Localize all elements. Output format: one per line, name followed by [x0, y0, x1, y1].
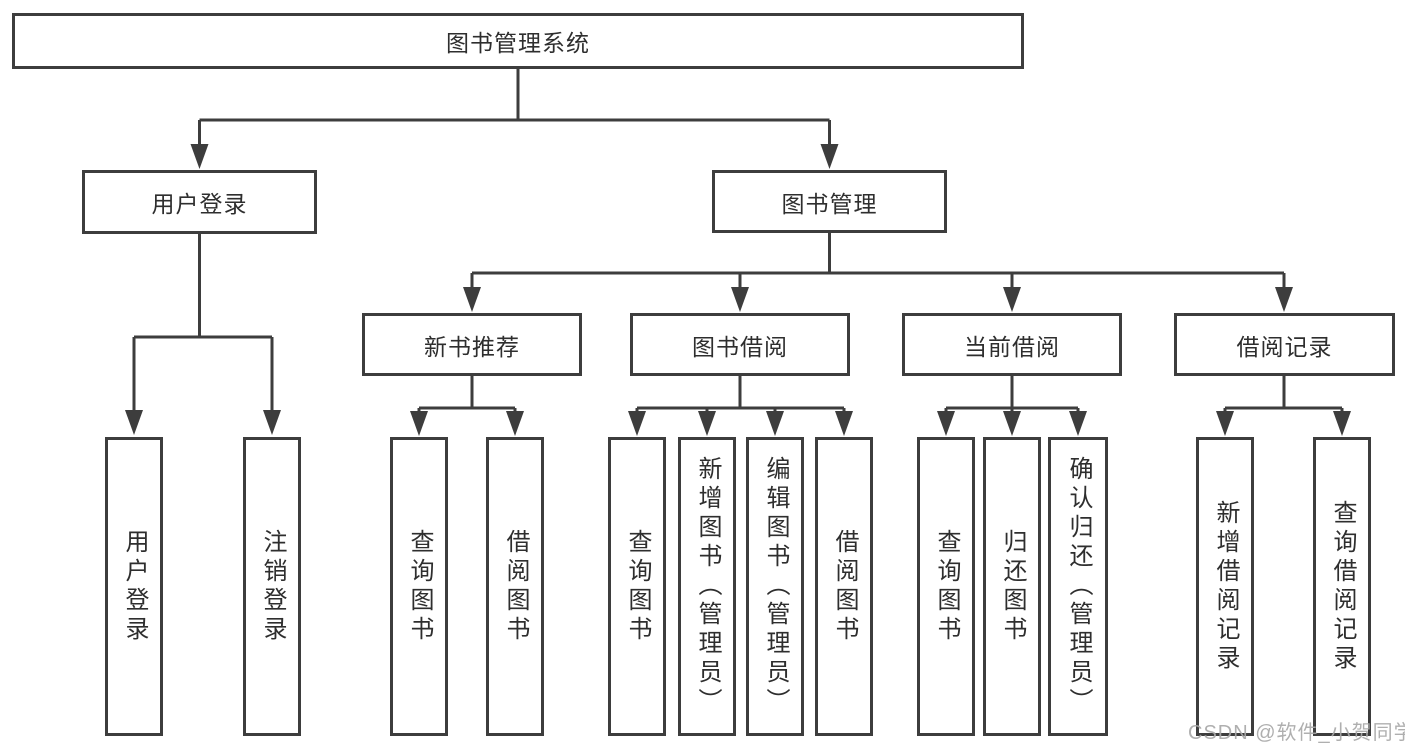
arrowhead [937, 411, 955, 436]
node-book-borrowing: 图书借阅 [630, 313, 850, 376]
leaf-add-borrow-record: 新增借阅记录 [1196, 437, 1254, 736]
node-label: 新增图书（管理员） [694, 456, 721, 717]
arrowhead [1003, 287, 1021, 312]
leaf-logout: 注销登录 [243, 437, 301, 736]
leaf-user-login: 用户登录 [105, 437, 163, 736]
node-label: 新增借阅记录 [1212, 499, 1239, 674]
arrowhead [1275, 287, 1293, 312]
arrowhead [766, 411, 784, 436]
node-label: 图书管理 [781, 190, 878, 217]
leaf-edit-book-admin: 编辑图书（管理员） [746, 437, 804, 736]
arrowhead [835, 411, 853, 436]
arrowheads [125, 144, 1351, 436]
node-label: 编辑图书（管理员） [762, 456, 789, 717]
node-label: 查询图书 [624, 528, 651, 645]
connector-record-split [1223, 376, 1344, 414]
leaf-return-book: 归还图书 [983, 437, 1041, 736]
node-label: 用户登录 [121, 528, 148, 645]
node-label: 图书借阅 [692, 333, 788, 360]
arrowhead [731, 287, 749, 312]
connector-borrow-split [635, 376, 846, 414]
arrowhead [698, 411, 716, 436]
node-current-borrowing: 当前借阅 [902, 313, 1122, 376]
node-label: 注销登录 [259, 528, 286, 645]
leaf-borrow-books: 借阅图书 [815, 437, 873, 736]
leaf-query-books: 查询图书 [608, 437, 666, 736]
arrowhead [1216, 411, 1234, 436]
node-label: 用户登录 [151, 191, 248, 217]
leaf-borrow-books: 借阅图书 [486, 437, 544, 736]
node-label: 借阅记录 [1236, 333, 1333, 360]
arrowhead [125, 410, 143, 435]
connector-login-split [132, 234, 274, 413]
connector-newrec-split [417, 376, 517, 414]
leaf-add-book-admin: 新增图书（管理员） [678, 437, 736, 736]
node-label: 新书推荐 [424, 333, 520, 360]
arrowhead [1069, 411, 1087, 436]
node-label: 查询借阅记录 [1329, 499, 1356, 674]
arrowhead [1003, 411, 1021, 436]
node-label: 当前借阅 [964, 333, 1060, 360]
node-label: 查询图书 [406, 528, 433, 645]
arrowhead [506, 411, 524, 436]
arrowhead [410, 411, 428, 436]
arrowhead [1333, 411, 1351, 436]
node-label: 确认归还（管理员） [1065, 456, 1092, 717]
node-label: 借阅图书 [502, 528, 529, 645]
leaf-confirm-return-admin: 确认归还（管理员） [1048, 437, 1108, 736]
node-library-management-system: 图书管理系统 [12, 13, 1024, 69]
node-label: 归还图书 [999, 528, 1026, 645]
connector-mgmt-split [470, 233, 1286, 290]
node-label: 图书管理系统 [446, 30, 590, 56]
node-borrowing-records: 借阅记录 [1174, 313, 1395, 376]
connector-curr-split [944, 376, 1080, 414]
arrowhead [190, 144, 209, 169]
arrowhead [820, 144, 839, 169]
leaf-query-books: 查询图书 [390, 437, 448, 736]
node-book-management: 图书管理 [712, 170, 947, 233]
leaf-query-books: 查询图书 [917, 437, 975, 736]
node-user-login: 用户登录 [82, 170, 317, 234]
arrowhead [628, 411, 646, 436]
node-label: 借阅图书 [831, 528, 858, 645]
leaf-query-borrow-record: 查询借阅记录 [1313, 437, 1371, 736]
connector-root-split [198, 69, 831, 147]
node-new-book-recommendation: 新书推荐 [362, 313, 582, 376]
csdn-watermark: CSDN @软件_小贺同学 [1188, 722, 1405, 744]
arrowhead [463, 287, 481, 312]
arrowhead [263, 410, 281, 435]
node-label: 查询图书 [933, 528, 960, 645]
